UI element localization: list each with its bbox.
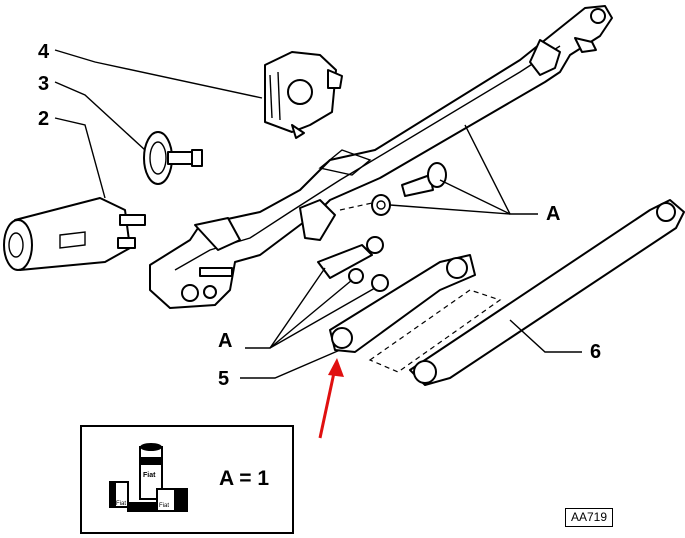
- can-label-1: Fiat: [143, 472, 156, 479]
- red-arrow-icon: [318, 358, 344, 439]
- part-3-gear: [143, 131, 203, 185]
- legend-equation: A = 1: [219, 467, 269, 490]
- callout-6: 6: [590, 341, 601, 363]
- grease-cans-icon: Fiat Fiat Fiat: [109, 443, 188, 512]
- callout-5: 5: [218, 368, 229, 390]
- reference-code: AA719: [565, 508, 613, 527]
- crank-arm: [317, 236, 389, 292]
- callout-4: 4: [38, 41, 50, 63]
- callout-a-right: A: [546, 203, 560, 225]
- alignment-guide: [368, 289, 502, 373]
- callout-2: 2: [38, 108, 49, 130]
- callout-a-left: A: [218, 330, 232, 352]
- legend-box: Fiat Fiat Fiat A = 1: [80, 425, 294, 534]
- part-6-long-rod: [409, 199, 685, 386]
- part-4-control-module: [264, 51, 343, 139]
- wiper-frame: [149, 5, 613, 309]
- can-label-2: Fiat: [116, 501, 126, 507]
- can-label-3: Fiat: [159, 503, 169, 509]
- leader-lines: [54, 49, 582, 379]
- part-2-motor: [3, 197, 146, 271]
- callout-3: 3: [38, 73, 49, 95]
